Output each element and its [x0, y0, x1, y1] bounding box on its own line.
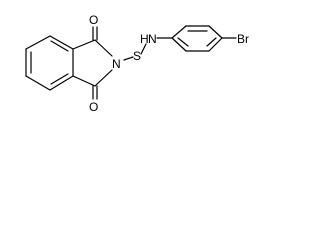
- atom-label-imide-nitrogen: N: [112, 57, 121, 71]
- atom-label-amine-nitrogen: N: [148, 32, 157, 46]
- atom-label-sulfur: S: [133, 49, 141, 63]
- atom-label-bromine: Br: [237, 32, 249, 46]
- atom-label-amine-hydrogen: H: [140, 32, 149, 46]
- sulfenamide-linker: [123, 43, 147, 61]
- bromophenyl-ring: [156, 25, 237, 52]
- imide-ring: [72, 39, 113, 87]
- chemical-structure: O O N S N H Br: [25, 13, 249, 114]
- atom-label-oxygen-top: O: [89, 13, 98, 27]
- carbonyl-bonds: [92, 26, 98, 100]
- phthalimide-benzene-ring: [25, 35, 74, 91]
- atom-label-oxygen-bottom: O: [89, 100, 98, 114]
